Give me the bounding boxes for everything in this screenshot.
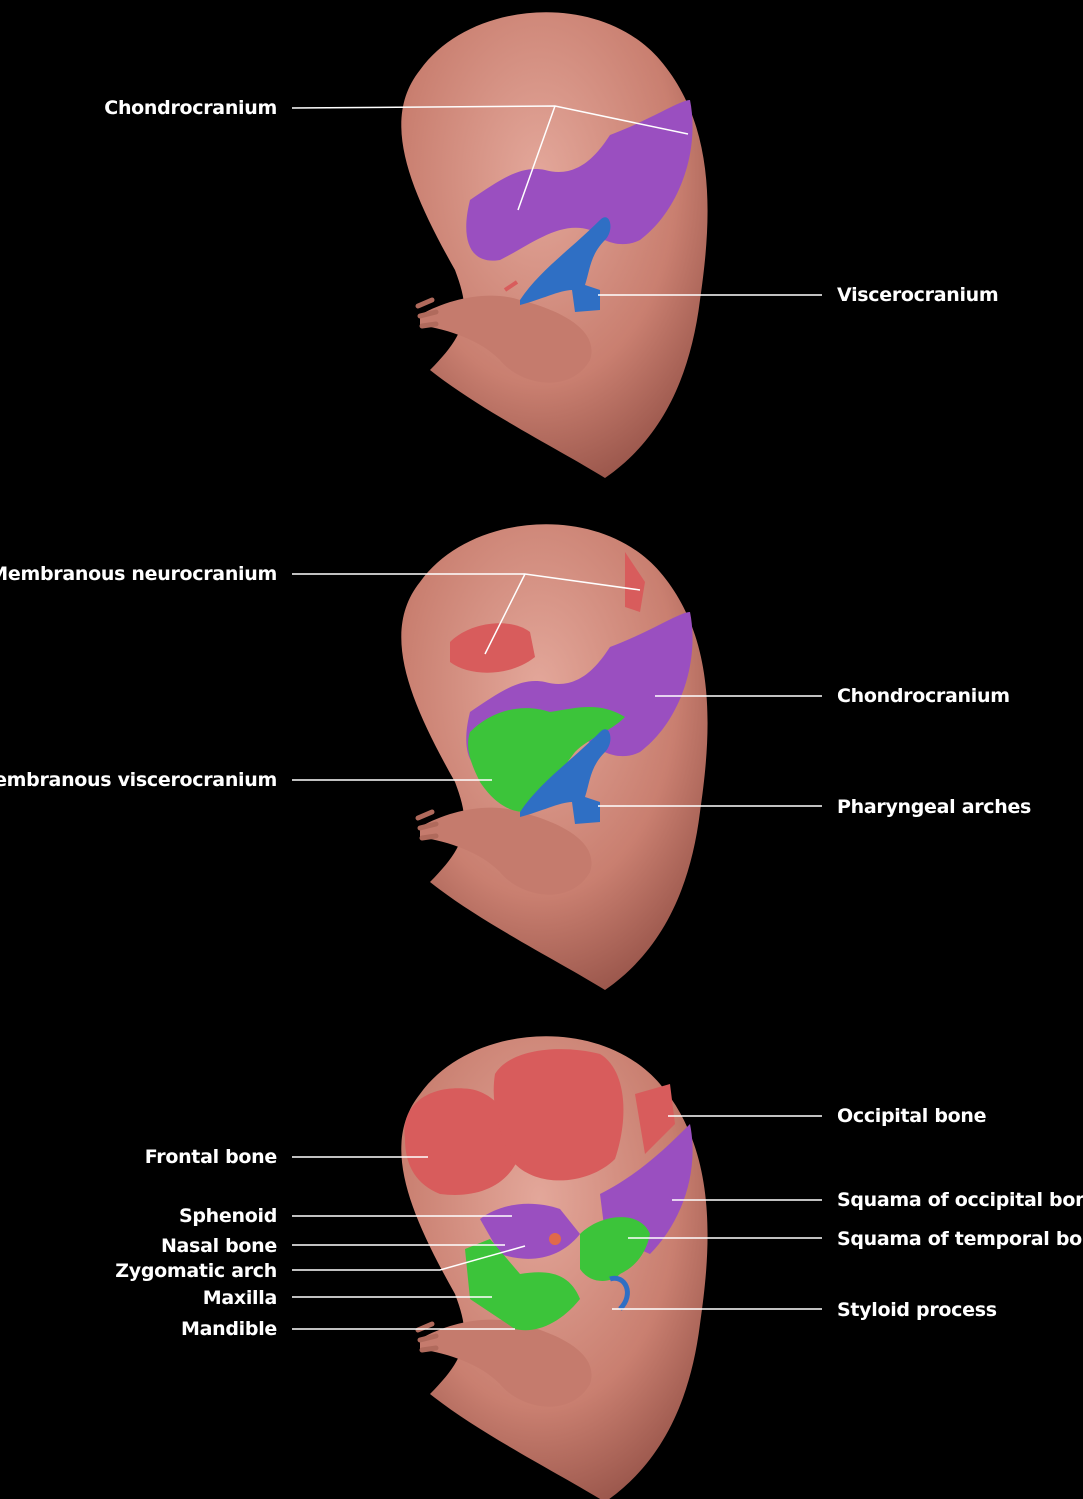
- label-squama-temporal-bone: Squama of temporal bone: [837, 1228, 1083, 1250]
- embryo-panel-1: [292, 12, 822, 478]
- label-maxilla: Maxilla: [203, 1287, 277, 1309]
- label-occipital-bone: Occipital bone: [837, 1105, 986, 1127]
- label-pharyngeal-arches: Pharyngeal arches: [837, 796, 1031, 818]
- label-nasal-bone: Nasal bone: [161, 1235, 277, 1257]
- label-zygomatic-arch: Zygomatic arch: [115, 1260, 277, 1282]
- label-sphenoid: Sphenoid: [179, 1205, 277, 1227]
- label-membranous-viscerocranium: Membranous viscerocranium: [0, 769, 277, 791]
- label-squama-occipital-bone: Squama of occipital bone: [837, 1189, 1083, 1211]
- embryo-panel-2: [292, 524, 822, 990]
- label-mandible: Mandible: [181, 1318, 277, 1340]
- label-styloid-process: Styloid process: [837, 1299, 997, 1321]
- label-viscerocranium: Viscerocranium: [837, 284, 998, 306]
- label-chondrocranium: Chondrocranium: [104, 97, 277, 119]
- label-frontal-bone: Frontal bone: [145, 1146, 277, 1168]
- label-chondrocranium-2: Chondrocranium: [837, 685, 1010, 707]
- label-membranous-neurocranium: Membranous neurocranium: [0, 563, 277, 585]
- embryo-panel-3: [292, 1036, 822, 1499]
